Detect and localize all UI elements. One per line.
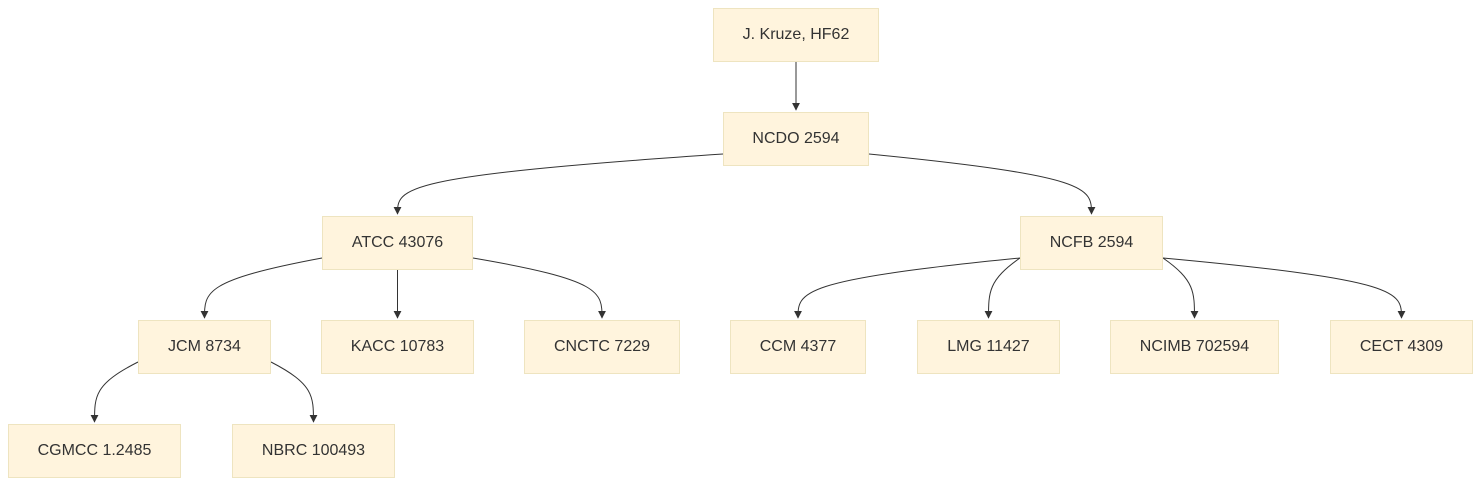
node-jcm-8734: JCM 8734 (138, 320, 271, 374)
edge-jcm-to-cgmcc (90, 361, 139, 423)
edge-ncfb-to-ncimb (1162, 257, 1199, 319)
edge-ncfb-to-lmg (984, 257, 1021, 319)
node-cgmcc-1-2485: CGMCC 1.2485 (8, 424, 181, 478)
node-ncdo-2594: NCDO 2594 (723, 112, 869, 166)
node-cnctc-7229: CNCTC 7229 (524, 320, 680, 374)
edge-ncfb-to-cect (1162, 257, 1406, 319)
node-lmg-11427: LMG 11427 (917, 320, 1060, 374)
node-ccm-4377: CCM 4377 (730, 320, 866, 374)
node-ncimb-702594: NCIMB 702594 (1110, 320, 1279, 374)
edge-atcc-to-cnctc (472, 257, 606, 319)
edge-ncfb-to-ccm (794, 257, 1021, 319)
edge-ncdo-to-atcc (393, 153, 724, 215)
node-ncfb-2594: NCFB 2594 (1020, 216, 1163, 270)
node-kacc-10783: KACC 10783 (321, 320, 474, 374)
node-cect-4309: CECT 4309 (1330, 320, 1473, 374)
node-j-kruze-hf62: J. Kruze, HF62 (713, 8, 879, 62)
node-nbrc-100493: NBRC 100493 (232, 424, 395, 478)
edge-atcc-to-jcm (200, 257, 323, 319)
edge-ncdo-to-ncfb (868, 153, 1096, 215)
node-atcc-43076: ATCC 43076 (322, 216, 473, 270)
edge-jcm-to-nbrc (270, 361, 318, 423)
